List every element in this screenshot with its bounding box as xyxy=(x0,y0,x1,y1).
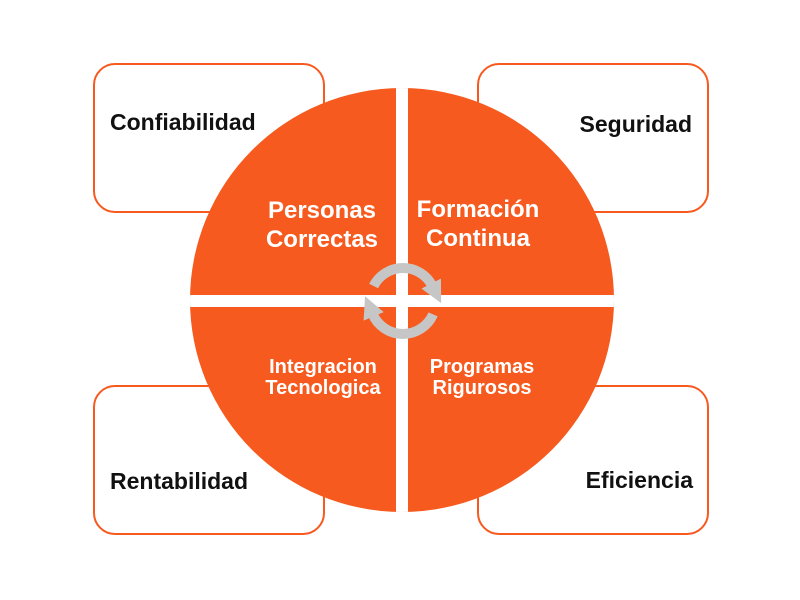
card-label-seguridad: Seguridad xyxy=(579,111,692,137)
quadrant-label-line: Correctas xyxy=(265,226,379,253)
card-label-confiabilidad: Confiabilidad xyxy=(110,109,256,135)
quadrant-label-line: Tecnologica xyxy=(265,377,381,399)
divider-horizontal xyxy=(190,295,614,307)
card-label-rentabilidad: Rentabilidad xyxy=(110,468,249,494)
quadrant-label-line: Continua xyxy=(426,225,530,252)
card-label-eficiencia: Eficiencia xyxy=(585,467,693,493)
quadrant-label-line: Rigurosos xyxy=(432,377,532,399)
cycle-circle: Personas Correctas Formación Continua In… xyxy=(190,88,614,512)
quadrant-label-line: Integracion xyxy=(269,356,377,378)
quadrant-formacion-continua: Formación Continua xyxy=(417,195,540,253)
quadrant-label-line: Personas xyxy=(267,197,377,224)
quadrant-programas-rigurosos: Programas Rigurosos xyxy=(430,357,535,399)
quadrant-personas-correctas: Personas Correctas xyxy=(266,196,378,254)
quadrant-integracion-tecnologica: Integracion Tecnologica xyxy=(265,357,380,399)
quadrant-label-line: Programas xyxy=(429,356,535,378)
quadrant-label-line: Formación xyxy=(416,196,540,223)
cycle-arrows-icon xyxy=(363,262,442,339)
